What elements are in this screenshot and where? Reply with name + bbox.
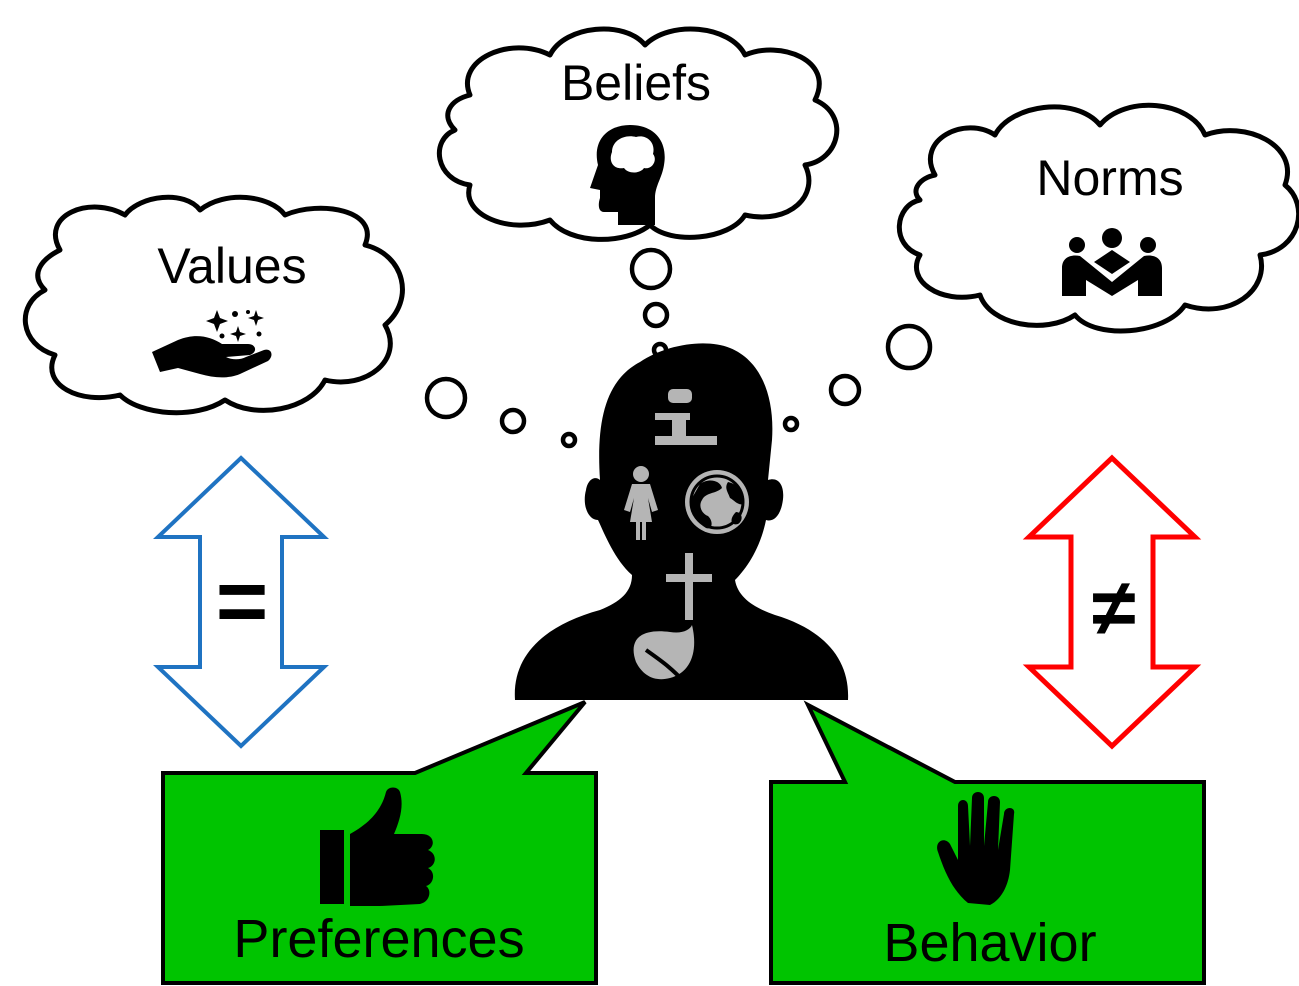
bubble-beliefs-medium — [642, 301, 670, 329]
behavior-callout: Behavior — [769, 700, 1206, 985]
left-relation-arrow: = — [152, 455, 330, 749]
equals-double-arrow — [152, 455, 330, 749]
norms-cloud: Norms — [896, 102, 1299, 334]
bubble-values-small — [560, 431, 578, 449]
values-cloud: Values — [22, 194, 405, 416]
raised-hand-icon — [937, 792, 1015, 905]
beliefs-cloud: Beliefs — [437, 26, 840, 242]
preferences-callout: Preferences — [161, 700, 598, 985]
bubble-values-large — [424, 376, 468, 420]
bubble-norms-medium — [828, 373, 862, 407]
bubble-norms-small — [782, 415, 800, 433]
right-relation-arrow: ≠ — [1022, 454, 1202, 750]
norms-cloud-shape — [896, 102, 1299, 334]
leaf-icon — [633, 625, 695, 686]
person-silhouette-shape — [514, 343, 849, 700]
person-silhouette-icon — [514, 343, 849, 700]
preferences-label: Preferences — [233, 909, 524, 969]
not-equal-symbol: ≠ — [1092, 563, 1136, 652]
values-label: Values — [157, 238, 306, 294]
head-brain-icon — [590, 125, 665, 225]
hand-sparkles-icon — [152, 310, 272, 378]
behavior-label: Behavior — [883, 913, 1096, 973]
bubble-beliefs-large — [629, 247, 673, 291]
equals-symbol: = — [216, 552, 269, 652]
woman-icon — [624, 466, 658, 540]
bubble-norms-large — [885, 323, 933, 371]
people-group-icon — [1062, 228, 1162, 296]
thumbs-up-icon — [320, 787, 435, 906]
norms-label: Norms — [1036, 150, 1183, 206]
thought-bubbles — [424, 247, 933, 449]
globe-icon — [685, 470, 749, 534]
cross-icon — [666, 553, 712, 620]
bubble-values-medium — [499, 407, 527, 435]
info-icon — [655, 389, 717, 445]
values-cloud-shape — [22, 194, 405, 416]
not-equal-double-arrow — [1022, 454, 1202, 750]
beliefs-label: Beliefs — [561, 55, 711, 111]
